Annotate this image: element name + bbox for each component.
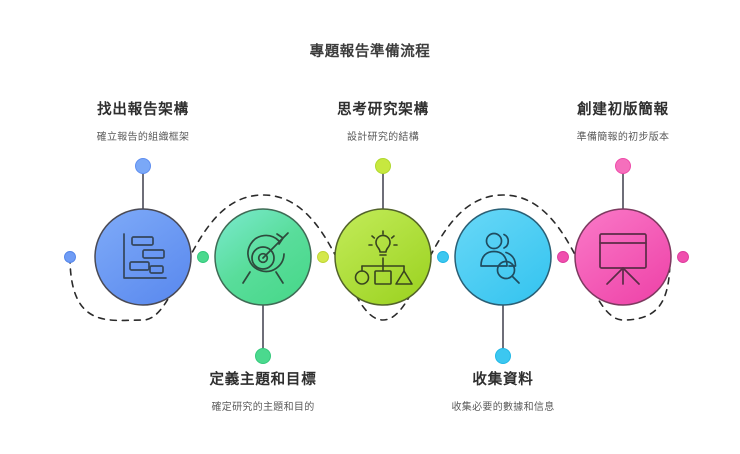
step-node-1[interactable]	[94, 208, 192, 306]
lightbulb-hierarchy-icon	[354, 230, 413, 285]
step-node-4[interactable]	[454, 208, 552, 306]
stem-dots	[135, 158, 631, 364]
step-title-2: 定義主題和目標	[209, 372, 317, 388]
stem-dot-4	[495, 348, 511, 364]
target-arrow-icon	[242, 232, 289, 284]
step-circle-3	[334, 208, 432, 306]
step-label-1: 找出報告架構 確立報告的組織框架	[23, 98, 263, 143]
wave-dot-3-4	[437, 251, 449, 263]
stem-dot-2	[255, 348, 271, 364]
step-title-3: 思考研究架構	[337, 102, 429, 118]
dashed-wave-path	[69, 194, 671, 322]
step-label-5: 創建初版簡報 準備簡報的初步版本	[503, 98, 740, 143]
step-node-3[interactable]	[334, 208, 432, 306]
step-circle-4	[454, 208, 552, 306]
stem-dot-1	[135, 158, 151, 174]
step-label-2: 定義主題和目標 確定研究的主題和目的	[143, 368, 383, 413]
presentation-board-icon	[599, 233, 647, 285]
page-title: 專題報告準備流程	[309, 44, 431, 60]
connector-stems	[142, 172, 624, 350]
wave-dot-1-2	[197, 251, 209, 263]
step-label-3: 思考研究架構 設計研究的結構	[263, 98, 503, 143]
step-title-4: 收集資料	[472, 372, 534, 388]
stem-dot-3	[375, 158, 391, 174]
step-circle-5	[574, 208, 672, 306]
step-desc-1: 確立報告的組織框架	[96, 132, 190, 143]
step-desc-4: 收集必要的數據和信息	[451, 402, 555, 413]
step-title-1: 找出報告架構	[97, 102, 189, 118]
step-desc-2: 確定研究的主題和目的	[211, 402, 315, 413]
wave-dot-4-5	[557, 251, 569, 263]
wave-dot-right	[677, 251, 689, 263]
wave-dots	[64, 251, 689, 263]
gantt-chart-icon	[123, 233, 167, 279]
step-title-5: 創建初版簡報	[577, 102, 669, 118]
stem-dot-5	[615, 158, 631, 174]
step-node-5[interactable]	[574, 208, 672, 306]
wave-dot-left	[64, 251, 76, 263]
step-desc-3: 設計研究的結構	[346, 132, 420, 143]
wave-dot-2-3	[317, 251, 329, 263]
user-research-icon	[480, 232, 520, 284]
step-desc-5: 準備簡報的初步版本	[576, 132, 670, 143]
step-node-2[interactable]	[214, 208, 312, 306]
step-label-4: 收集資料 收集必要的數據和信息	[383, 368, 623, 413]
